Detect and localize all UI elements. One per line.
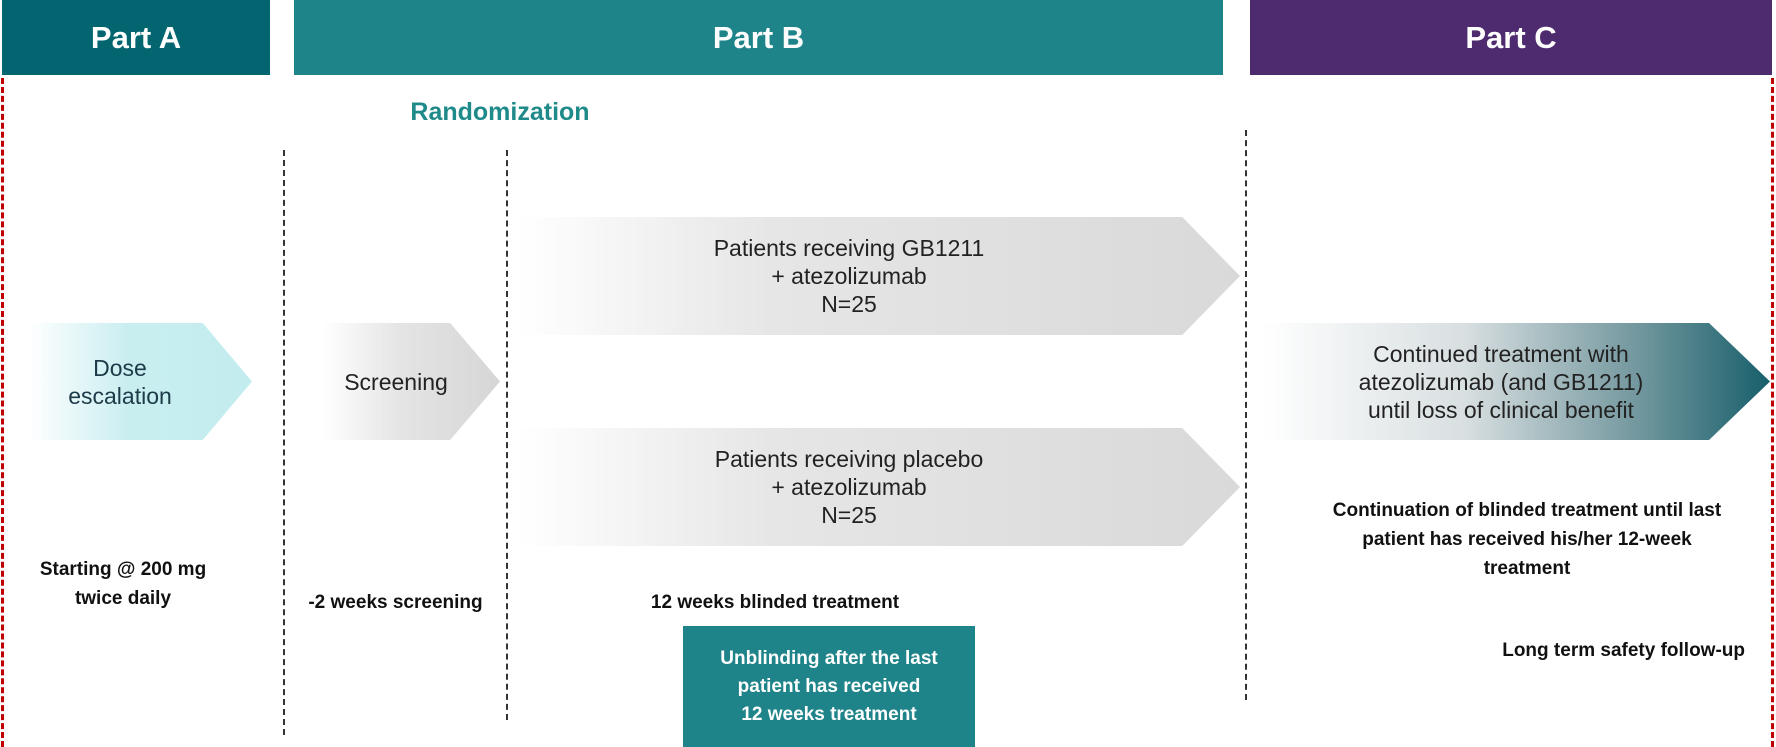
part-b-title: Part B [712, 19, 805, 55]
screening-arrow-label: Screening [344, 368, 448, 395]
blinded-treatment-note: 12 weeks blinded treatment [650, 592, 900, 613]
continued-treatment-line3: until loss of clinical benefit [1368, 396, 1634, 423]
dose-note-line2: twice daily [74, 588, 172, 609]
placebo-arm-line2: + atezolizumab [771, 474, 927, 500]
continuation-note: Continuation of blinded treatment until … [1267, 496, 1776, 583]
part-a-header: Part A [2, 0, 270, 75]
unblinding-box: Unblinding after the last patient has re… [683, 626, 975, 747]
part-a-title: Part A [90, 19, 182, 55]
placebo-arm-line1: Patients receiving placebo [714, 446, 984, 472]
gb1211-arm-line1: Patients receiving GB1211 [713, 235, 985, 261]
dose-escalation-line2: escalation [68, 382, 172, 409]
unblinding-line1: Unblinding after the last [720, 647, 938, 669]
dashed-divider-screening-start [283, 150, 285, 735]
dose-note-line1: Starting @ 200 mg [39, 559, 207, 580]
part-c-header: Part C [1250, 0, 1772, 75]
unblinding-line2: patient has received [737, 675, 921, 697]
placebo-arm-arrow: Patients receiving placebo+ atezolizumab… [518, 428, 1240, 546]
continuation-line1: Continuation of blinded treatment until … [1332, 500, 1722, 521]
long-term-followup-note: Long term safety follow-up [1502, 640, 1745, 661]
gb1211-arm-line2: + atezolizumab [771, 263, 927, 289]
continuation-line2: patient has received his/her 12-week [1362, 529, 1692, 550]
unblinding-line3: 12 weeks treatment [741, 703, 917, 725]
left-red-divider [1, 78, 4, 747]
gb1211-arm-line3: N=25 [821, 291, 877, 317]
continued-treatment-line2: atezolizumab (and GB1211) [1358, 368, 1644, 395]
dose-escalation-line1: Dose [93, 354, 147, 381]
randomization-label: Randomization [410, 98, 590, 126]
placebo-arm-line3: N=25 [821, 502, 877, 528]
dashed-divider-randomization [506, 150, 508, 720]
part-c-title: Part C [1465, 19, 1557, 55]
continued-treatment-line1: Continued treatment with [1373, 340, 1629, 367]
continuation-line3: treatment [1483, 558, 1571, 579]
dose-note: Starting @ 200 mg twice daily [13, 555, 233, 613]
right-red-divider [1771, 78, 1774, 747]
screening-arrow: Screening [322, 323, 500, 440]
part-b-header: Part B [294, 0, 1223, 75]
dashed-divider-part-c [1245, 130, 1247, 700]
screening-note: -2 weeks screening [308, 592, 483, 613]
